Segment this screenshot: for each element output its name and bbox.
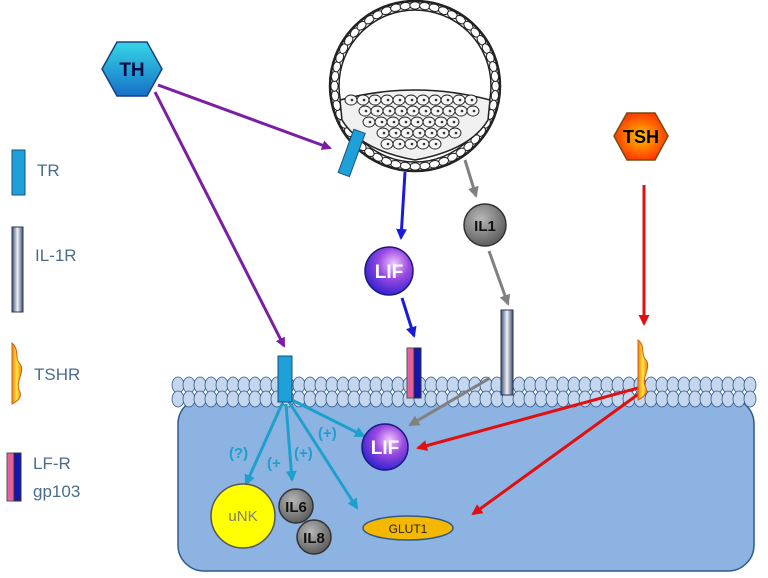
cell-lfr-receptor	[406, 347, 422, 399]
il1-label: IL1	[474, 218, 496, 235]
arrow-tr-to-lif	[291, 398, 366, 438]
lif-top-label: LIF	[375, 262, 404, 283]
arrow-il1r-to-cell-lif	[408, 376, 491, 427]
effect-plus-3-label: (+)	[318, 425, 337, 442]
tsh-label: TSH	[623, 127, 659, 147]
legend-tshr-label: TSHR	[34, 365, 80, 384]
arrow-tr-to-glut1	[287, 401, 359, 510]
arrow-tr-to-unk	[244, 403, 284, 486]
legend: TR IL-1R TSHR LF-R gp103	[6, 149, 80, 502]
il6-label: IL6	[285, 499, 307, 516]
effect-unknown-label: (?)	[229, 445, 248, 462]
legend-tr: TR	[11, 149, 60, 196]
arrow-il1-to-il1r	[487, 250, 511, 306]
unk-cell: uNK	[210, 483, 276, 549]
lif-cell: LIF	[361, 423, 409, 471]
blastocyst-embryo	[328, 0, 502, 173]
arrows	[153, 83, 650, 516]
effect-plus-2-label: (+)	[294, 445, 313, 462]
unk-label: uNK	[228, 508, 257, 525]
embryo-tr-receptor	[337, 128, 366, 178]
legend-tr-label: TR	[37, 161, 60, 180]
arrow-embryo-to-il1	[463, 159, 479, 198]
il1-cytokine: IL1	[463, 203, 507, 247]
cell-tr-receptor	[277, 355, 293, 403]
arrow-th-to-cell-tr	[153, 91, 286, 348]
arrow-tr-to-il6	[284, 403, 297, 482]
arrow-tshr-to-lif	[416, 386, 639, 451]
cell-il1r-receptor	[500, 309, 514, 396]
effect-plus-1-label: (+	[267, 455, 281, 472]
cell-tshr-receptor	[637, 338, 649, 401]
arrow-th-to-embryo-tr	[157, 83, 332, 150]
il8-label: IL8	[303, 530, 325, 547]
glut1-label: GLUT1	[389, 522, 428, 536]
lif-cell-label: LIF	[371, 438, 400, 459]
th-hormone: TH	[101, 41, 163, 97]
legend-lfr-label-2: gp103	[33, 482, 80, 501]
arrow-tshr-to-glut1	[471, 391, 641, 516]
lif-top: LIF	[364, 246, 414, 296]
legend-il1r-label: IL-1R	[35, 246, 77, 265]
legend-il1r: IL-1R	[11, 226, 77, 313]
glut1-transporter: GLUT1	[362, 515, 454, 541]
arrow-embryo-to-lif	[396, 171, 408, 240]
cell-body	[177, 397, 755, 572]
il8-cytokine: IL8	[296, 519, 332, 555]
legend-tshr: TSHR	[11, 341, 80, 405]
effect-labels: (?) (+ (+) (+)	[229, 425, 337, 472]
arrow-lif-to-lfr	[400, 297, 417, 338]
legend-lfr: LF-R gp103	[6, 452, 80, 502]
legend-lfr-label-1: LF-R	[33, 454, 71, 473]
tsh-hormone: TSH	[613, 112, 669, 161]
il6-cytokine: IL6	[278, 488, 314, 524]
th-label: TH	[119, 60, 144, 81]
